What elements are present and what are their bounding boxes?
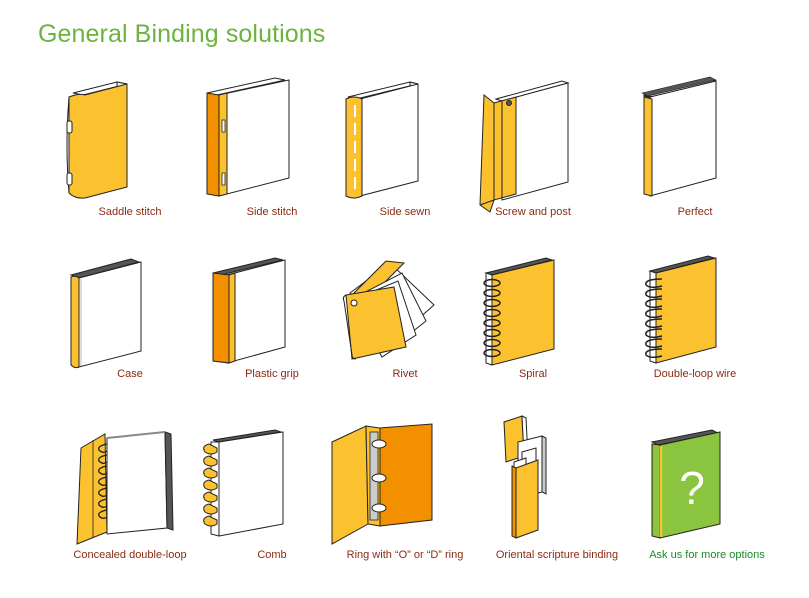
binding-item-double-loop-wire[interactable]: Double-loop wire [620, 255, 770, 425]
binding-item-ring[interactable]: Ring with “O” or “D” ring [330, 422, 480, 592]
spiral-icon [483, 257, 555, 366]
binding-label: Rivet [392, 368, 418, 380]
binding-item-concealed-double-loop[interactable]: Concealed double-loop [55, 428, 205, 598]
case-binding-icon [69, 258, 142, 369]
binding-item-screw-and-post[interactable]: Screw and post [458, 75, 608, 245]
binding-label: Screw and post [495, 206, 571, 218]
binding-item-side-sewn[interactable]: Side sewn [330, 75, 480, 245]
binding-label: Ring with “O” or “D” ring [346, 549, 464, 561]
binding-label: Perfect [677, 206, 713, 218]
binding-item-case[interactable]: Case [55, 255, 205, 425]
double-loop-wire-icon [645, 255, 717, 364]
question-book-icon: ? [650, 429, 721, 539]
binding-label: Side sewn [379, 206, 431, 218]
ring-binder-icon [331, 423, 433, 545]
binding-item-perfect[interactable]: Perfect [620, 75, 770, 245]
binding-label: Spiral [518, 368, 548, 380]
binding-label: Concealed double-loop [73, 549, 187, 561]
perfect-binding-icon [641, 76, 717, 197]
comb-icon [203, 429, 284, 537]
binding-item-comb[interactable]: Comb [197, 428, 347, 598]
rivet-icon [342, 260, 435, 360]
binding-label: Oriental scripture binding [495, 549, 619, 561]
side-stitch-icon [206, 77, 290, 197]
binding-item-saddle-stitch[interactable]: Saddle stitch [55, 75, 205, 245]
binding-label: Comb [257, 549, 287, 561]
page-title: General Binding solutions [38, 20, 326, 48]
binding-item-plastic-grip[interactable]: Plastic grip [197, 255, 347, 425]
binding-label: Saddle stitch [98, 206, 162, 218]
binding-item-oriental-scripture[interactable]: Oriental scripture binding [482, 412, 632, 582]
question-mark-glyph: ? [679, 462, 705, 514]
binding-item-spiral[interactable]: Spiral [458, 255, 608, 425]
side-sewn-icon [345, 81, 419, 199]
binding-item-more-options[interactable]: ? Ask us for more options [632, 428, 782, 598]
binding-label: Double-loop wire [653, 368, 737, 380]
concealed-double-loop-icon [76, 431, 174, 545]
plastic-grip-icon [212, 257, 286, 364]
binding-item-rivet[interactable]: Rivet [330, 255, 480, 425]
binding-label: Plastic grip [245, 368, 299, 380]
binding-label: Case [117, 368, 143, 380]
binding-item-side-stitch[interactable]: Side stitch [197, 75, 347, 245]
oriental-scripture-icon [503, 415, 547, 539]
saddle-stitch-icon [66, 81, 128, 199]
binding-label: Side stitch [246, 206, 298, 218]
binding-label: Ask us for more options [649, 549, 765, 561]
screw-and-post-icon [479, 80, 570, 213]
